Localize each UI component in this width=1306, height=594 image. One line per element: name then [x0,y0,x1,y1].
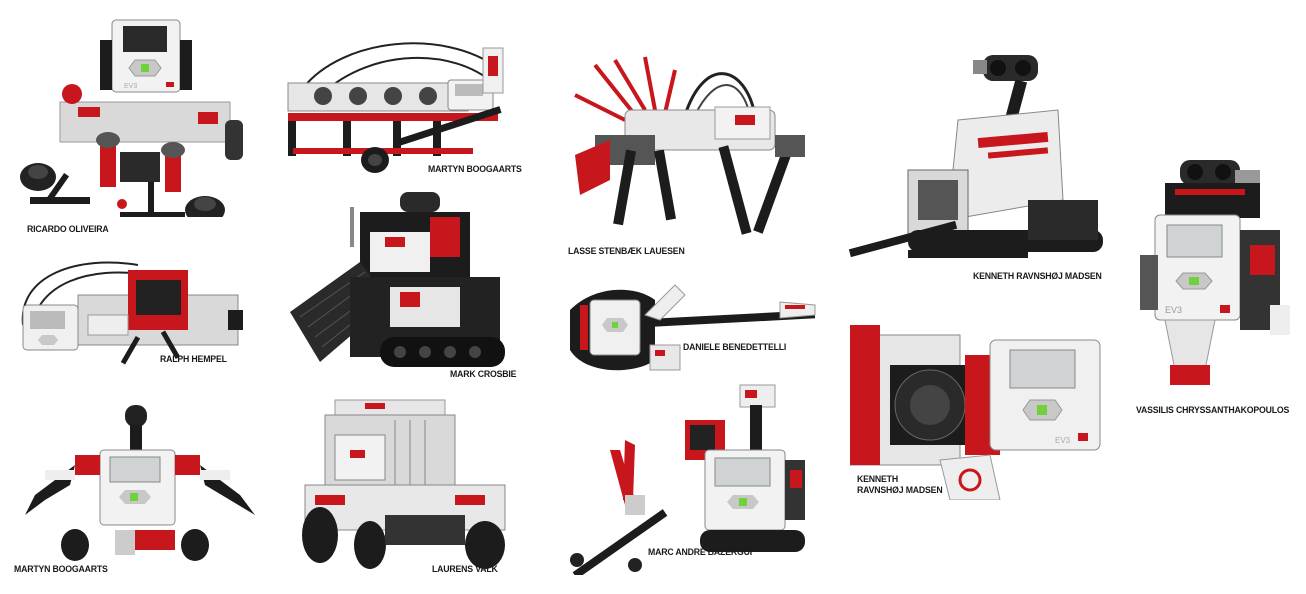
caption-vassilis-chryssanthakopoulos: VASSILIS CHRYSSANTHAKOPOULOS [1136,405,1290,416]
caption-mark-crosbie: MARK CROSBIE [450,369,517,380]
svg-text:EV3: EV3 [1165,305,1182,315]
caption-ralph-hempel: RALPH HEMPEL [160,354,227,365]
robot-image-ricardo-oliveira: EV3 [20,12,245,217]
caption-kenneth-ravnshoj-madsen-2: KENNETH RAVNSHØJ MADSEN [857,474,943,496]
robot-image-marc-andre-bazergui [565,380,815,575]
robot-image-ralph-hempel [18,255,246,365]
svg-text:EV3: EV3 [1055,436,1071,445]
caption-martyn-boogaarts-2: MARTYN BOOGAARTS [14,564,108,575]
caption-kenneth-ravnshoj-madsen-1: KENNETH RAVNSHØJ MADSEN [973,271,1102,282]
robot-image-lasse-stenbaek-lauesen [565,55,820,245]
robot-image-vassilis-chryssanthakopoulos: EV3 [1135,155,1295,395]
robot-image-kenneth-ravnshoj-madsen-1 [848,50,1103,265]
caption-laurens-valk: LAURENS VALK [432,564,498,575]
ev3-logo: EV3 [124,83,137,90]
robot-image-daniele-benedettelli [565,280,820,380]
robot-image-martyn-boogaarts-gripper [15,405,260,565]
robot-image-laurens-valk [295,395,520,575]
robot-image-kenneth-ravnshoj-madsen-2: EV3 [850,315,1105,500]
robot-image-mark-crosbie [290,192,505,377]
caption-martyn-boogaarts-1: MARTYN BOOGAARTS [428,164,522,175]
robot-image-martyn-boogaarts-sorter [283,28,523,178]
caption-lasse-stenbaek-lauesen: LASSE STENBÆK LAUESEN [568,246,685,257]
caption-marc-andre-bazergui: MARC ANDRÉ BAZERGUI [648,547,752,558]
caption-ricardo-oliveira: RICARDO OLIVEIRA [27,224,109,235]
caption-daniele-benedettelli: DANIELE BENEDETTELLI [683,342,787,353]
